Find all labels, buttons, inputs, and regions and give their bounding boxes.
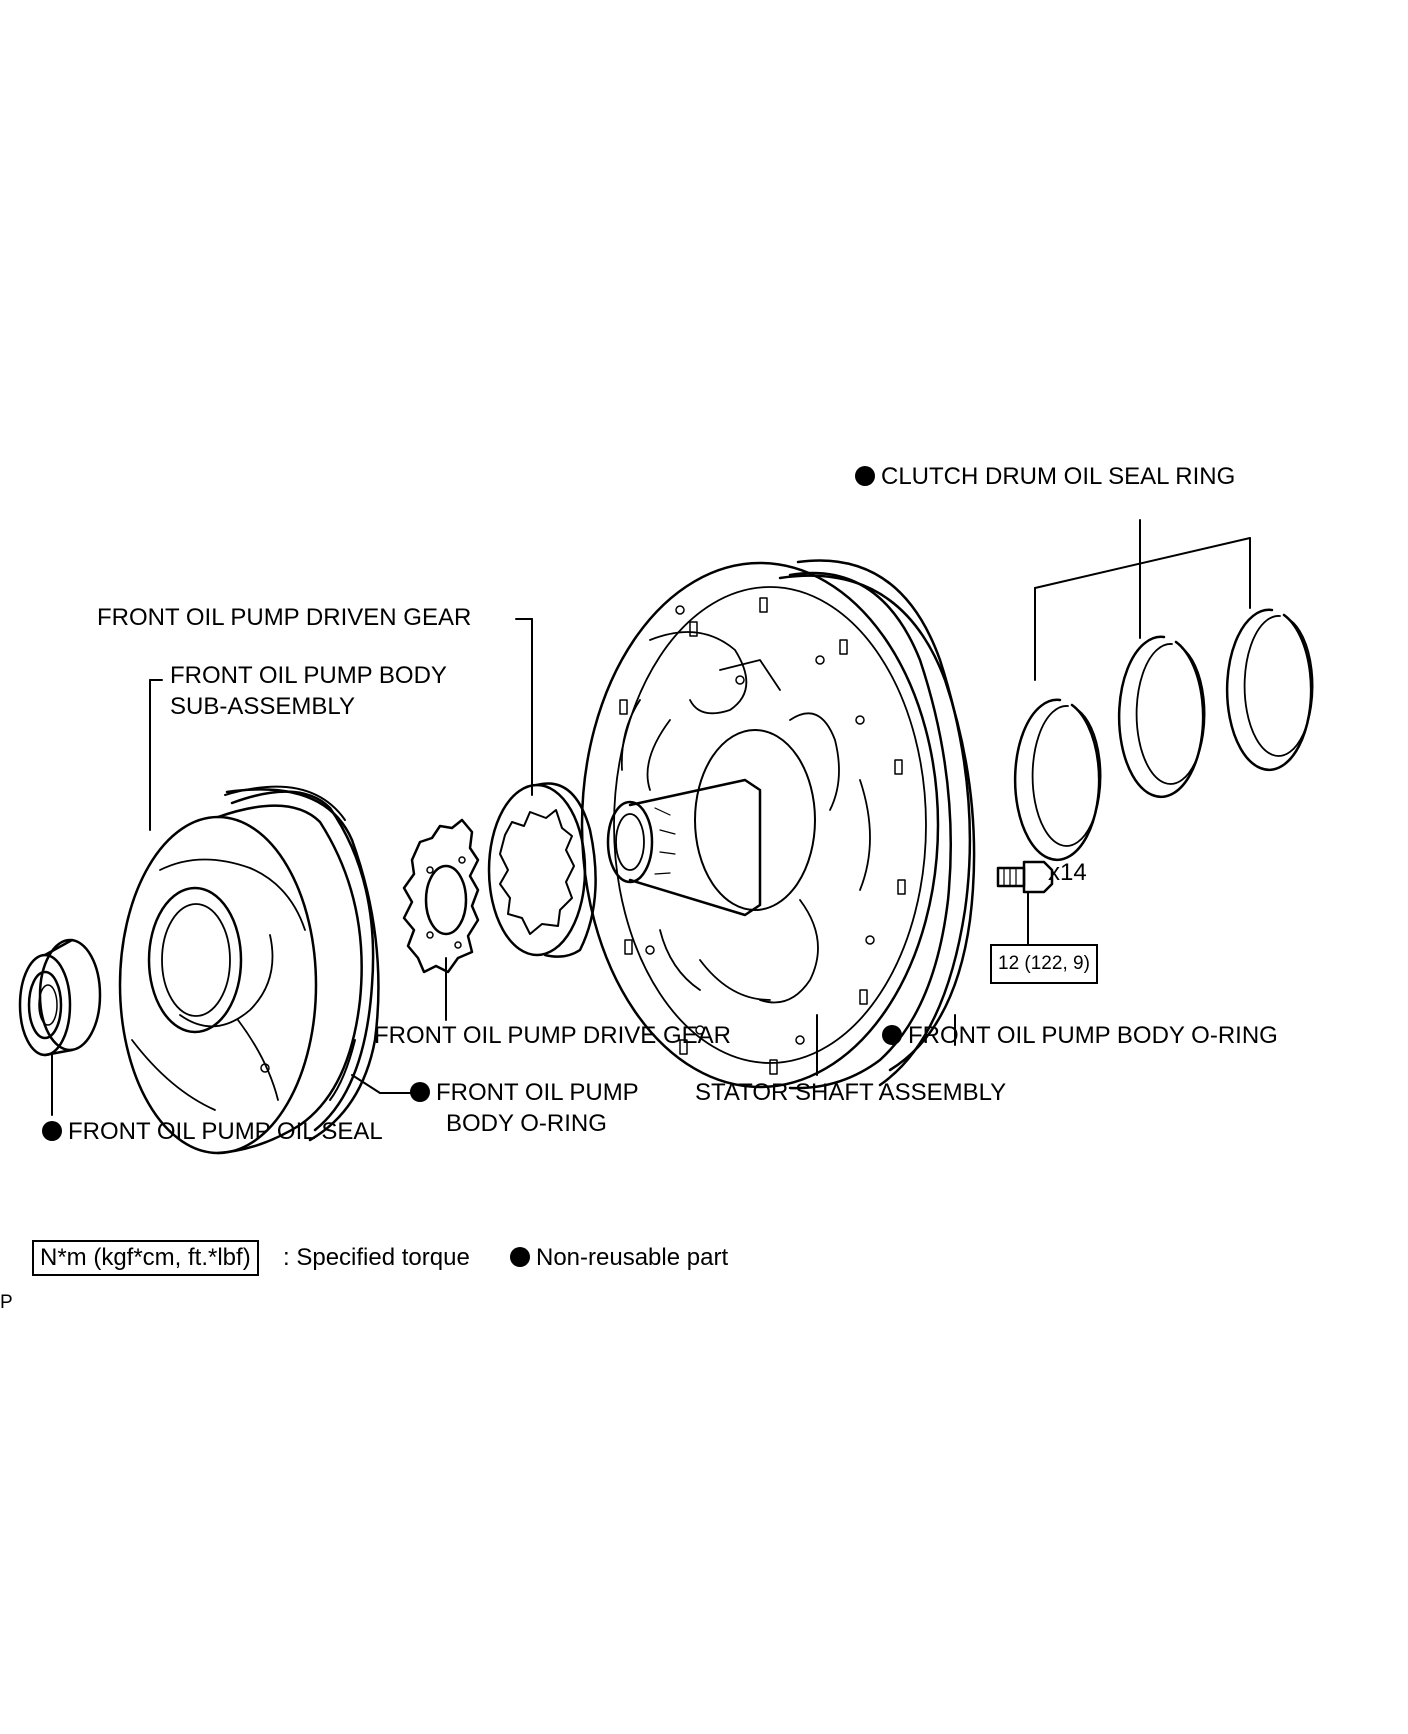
legend-torque-text: : Specified torque	[283, 1244, 470, 1271]
front-oil-pump-drive-gear-part	[402, 818, 480, 974]
clutch-drum-oil-seal-rings-part	[1013, 608, 1314, 862]
legend-non-reusable: Non-reusable part	[510, 1243, 728, 1273]
non-reusable-dot-icon	[855, 466, 875, 486]
label-stator-shaft-assembly: STATOR SHAFT ASSEMBLY	[695, 1079, 1007, 1106]
label-body-sub-assembly-line1: FRONT OIL PUMP BODY	[170, 662, 447, 689]
label-body-o-ring-lower-line1: FRONT OIL PUMP	[410, 1078, 639, 1108]
legend-torque-unit-box: N*m (kgf*cm, ft.*lbf)	[32, 1240, 259, 1276]
torque-value-box: 12 (122, 9)	[990, 944, 1098, 984]
bolt-part	[996, 860, 1054, 894]
label-oil-seal: FRONT OIL PUMP OIL SEAL	[42, 1117, 383, 1147]
non-reusable-dot-icon	[882, 1025, 902, 1045]
page-code: P	[0, 1292, 13, 1313]
non-reusable-dot-icon	[410, 1082, 430, 1102]
label-drive-gear: FRONT OIL PUMP DRIVE GEAR	[374, 1022, 731, 1049]
front-oil-pump-oil-seal-part	[18, 938, 102, 1057]
label-bolt-count: x14	[1048, 859, 1087, 886]
stator-shaft-assembly-part	[580, 559, 972, 1090]
non-reusable-dot-icon	[510, 1247, 530, 1267]
front-oil-pump-driven-gear-part	[487, 782, 597, 958]
front-oil-pump-body-part	[118, 785, 375, 1155]
non-reusable-dot-icon	[42, 1121, 62, 1141]
label-body-o-ring-lower-line2: BODY O-RING	[446, 1110, 607, 1137]
label-body-sub-assembly-line2: SUB-ASSEMBLY	[170, 693, 355, 720]
label-driven-gear: FRONT OIL PUMP DRIVEN GEAR	[97, 604, 472, 631]
label-body-o-ring-right: FRONT OIL PUMP BODY O-RING	[882, 1021, 1278, 1051]
label-clutch-drum-oil-seal-ring: CLUTCH DRUM OIL SEAL RING	[855, 462, 1235, 492]
leader-lines	[51, 519, 1251, 1116]
